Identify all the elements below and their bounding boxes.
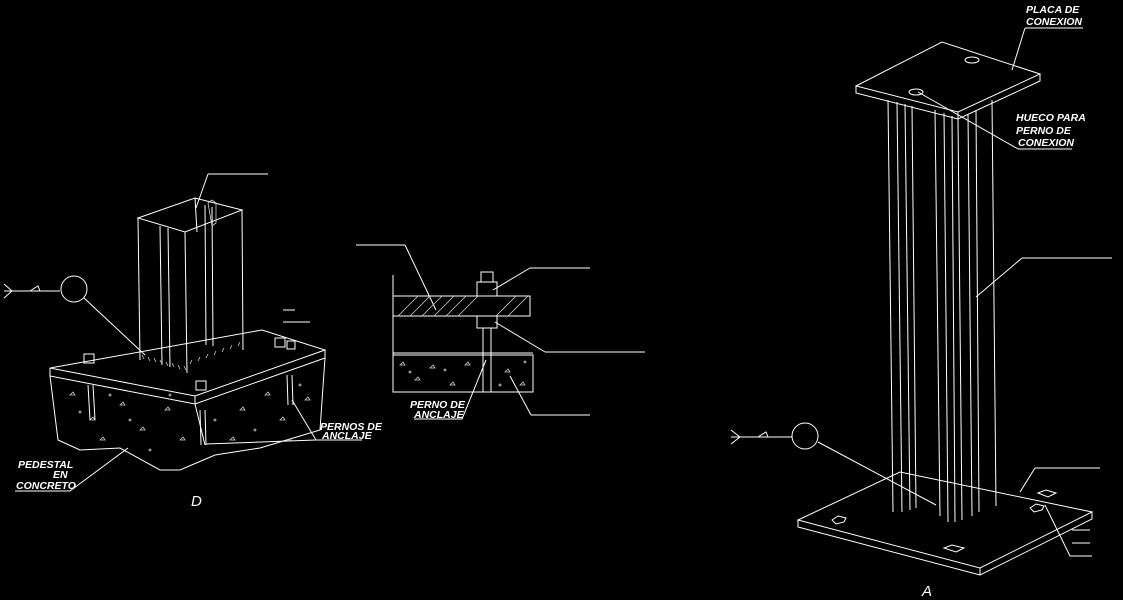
label-hueco-line3: CONEXION [1018,137,1074,149]
top-plate [854,41,1042,113]
view-letter-a: A [921,583,932,600]
column-tube [136,197,244,374]
base-plate-a [796,471,1094,569]
detail-a: PLACA DE CONEXION HUECO PARA PERNO DE CO… [730,4,1112,600]
label-perno-line1: PERNO DE [410,399,466,411]
section-bolt [476,271,498,392]
weld-marks [141,341,241,371]
label-placa-line1: PLACA DE [1026,4,1080,16]
section-concrete [392,354,534,393]
section-detail: PERNO DE ANCLAJE [356,244,645,421]
label-pernos-line2: ANCLAJE [321,430,373,442]
section-plate [392,295,531,317]
label-pedestal-line3: CONCRETO [16,480,76,492]
label-pernos-line1: PERNOS DE [320,421,383,433]
label-pedestal-line2: EN [53,469,68,481]
anchor-bolts [83,337,296,446]
label-perno-line2: ANCLAJE [413,409,465,421]
concrete-pedestal [49,357,326,471]
column-a [887,99,997,523]
label-pedestal-line1: PEDESTAL [18,459,73,471]
label-placa-line2: CONEXION [1026,16,1082,28]
label-hueco-line2: PERNO DE [1016,125,1072,137]
weld-symbol-right [730,422,937,506]
weld-symbol-left [3,275,146,356]
view-letter-d: D [191,493,202,510]
detail-d: PERNOS DE ANCLAJE PEDESTAL EN CONCRETO D [3,173,383,510]
concrete-speckles [69,383,311,452]
label-hueco-line1: HUECO PARA [1016,112,1086,124]
